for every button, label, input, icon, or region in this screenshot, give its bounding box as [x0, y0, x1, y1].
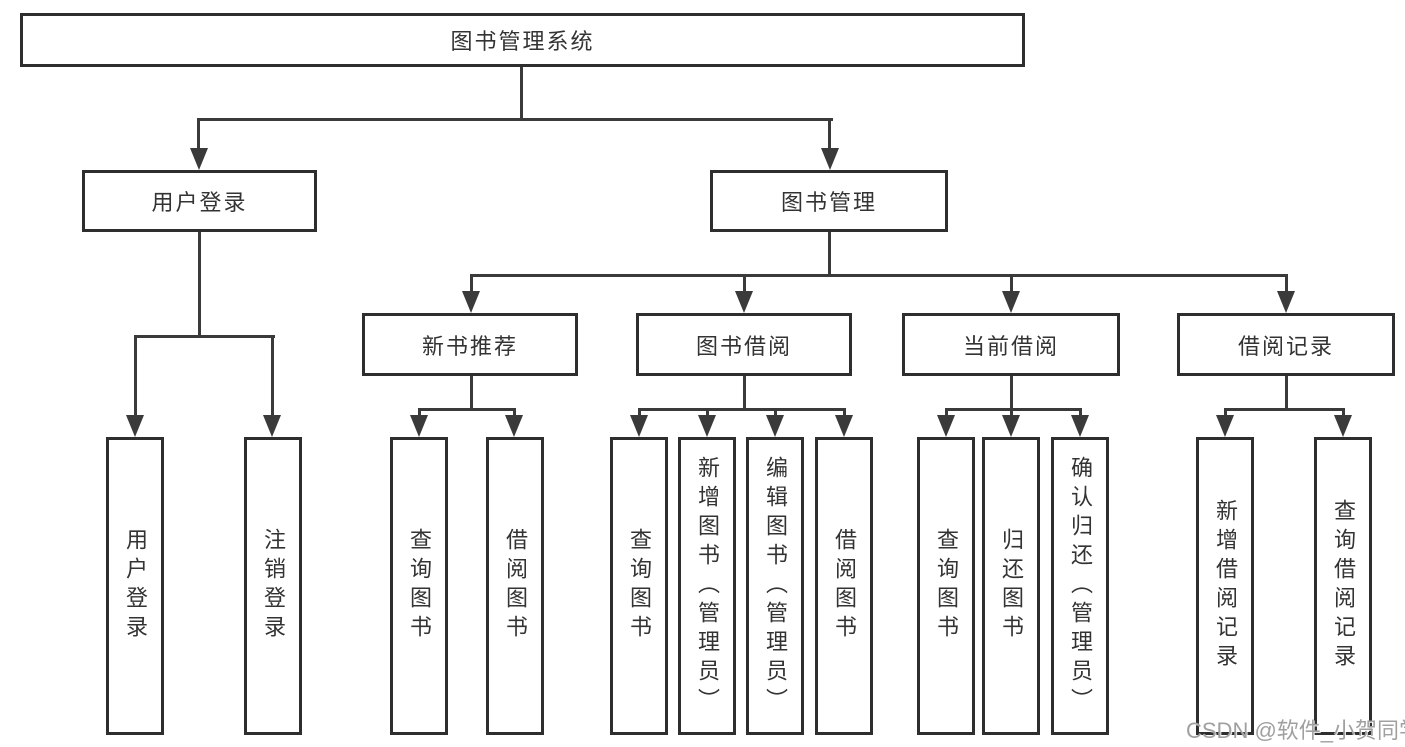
connector-drop-leaf [271, 335, 274, 418]
connector-drop-leaf [774, 408, 777, 418]
connector-drop-leaf [706, 408, 709, 418]
connector-group-stem [470, 376, 473, 411]
node-current-borrow: 当前借阅 [902, 313, 1120, 376]
connector-group-rail [945, 408, 1082, 411]
arrowhead-down-icon [1002, 291, 1020, 313]
leaf-borrow-books-label: 借阅图书 [832, 528, 857, 644]
arrowhead-down-icon [630, 415, 648, 437]
arrowhead-down-icon [126, 415, 144, 437]
leaf-query-books-current: 查询图书 [917, 437, 975, 735]
arrowhead-down-icon [698, 415, 716, 437]
leaf-borrow-books-recommend: 借阅图书 [486, 437, 544, 735]
connector-root-stem [520, 67, 523, 121]
leaf-return-books: 归还图书 [982, 437, 1040, 735]
connector-drop-leaf [1010, 408, 1013, 418]
connector-drop-leaf [513, 408, 516, 418]
node-user-login-label: 用户登录 [151, 190, 248, 215]
node-book-borrow: 图书借阅 [636, 313, 852, 376]
leaf-confirm-return-admin: 确认归还（管理员） [1051, 437, 1109, 735]
connector-level2-rail [470, 274, 1287, 277]
connector-group-rail [418, 408, 516, 411]
connector-drop-leaf [134, 335, 137, 418]
connector-drop-book-borrow [743, 274, 746, 297]
connector-drop-leaf [418, 408, 421, 418]
leaf-logout-login: 注销登录 [244, 437, 302, 735]
arrowhead-down-icon [735, 291, 753, 313]
arrowhead-down-icon [1071, 415, 1089, 437]
connector-group-rail [1224, 408, 1345, 411]
leaf-add-borrow-record: 新增借阅记录 [1196, 437, 1254, 735]
leaf-query-books-current-label: 查询图书 [934, 528, 959, 644]
connector-group-rail [638, 408, 845, 411]
leaf-borrow-books: 借阅图书 [815, 437, 873, 735]
arrowhead-down-icon [462, 291, 480, 313]
arrowhead-down-icon [263, 415, 281, 437]
connector-drop-leaf [843, 408, 846, 418]
connector-user-login-rail [134, 335, 275, 338]
connector-drop-leaf [1079, 408, 1082, 418]
leaf-logout-login-label: 注销登录 [261, 528, 286, 644]
arrowhead-down-icon [190, 148, 208, 170]
connector-user-login-stem [198, 232, 201, 338]
connector-drop-leaf [638, 408, 641, 418]
arrowhead-down-icon [937, 415, 955, 437]
connector-drop-leaf [1342, 408, 1345, 418]
leaf-borrow-books-recommend-label: 借阅图书 [503, 528, 528, 644]
leaf-add-book-admin: 新增图书（管理员） [678, 437, 736, 735]
arrowhead-down-icon [1216, 415, 1234, 437]
leaf-add-borrow-record-label: 新增借阅记录 [1213, 499, 1238, 673]
connector-group-stem [1285, 376, 1288, 411]
leaf-edit-book-admin: 编辑图书（管理员） [746, 437, 804, 735]
leaf-query-books-borrow-label: 查询图书 [627, 528, 652, 644]
node-user-login: 用户登录 [82, 170, 317, 232]
arrowhead-down-icon [1277, 291, 1295, 313]
arrowhead-down-icon [766, 415, 784, 437]
connector-level1-rail [197, 118, 833, 121]
connector-drop-leaf [945, 408, 948, 418]
connector-drop-new-book [470, 274, 473, 297]
node-library-system-label: 图书管理系统 [450, 29, 595, 54]
connector-drop-borrow-records [1285, 274, 1288, 297]
connector-drop-leaf [1224, 408, 1227, 418]
leaf-add-book-admin-label: 新增图书（管理员） [695, 455, 720, 717]
connector-drop-current-borrow [1010, 274, 1013, 297]
arrowhead-down-icon [1334, 415, 1352, 437]
leaf-user-login-label: 用户登录 [123, 528, 148, 644]
node-current-borrow-label: 当前借阅 [962, 333, 1059, 359]
connector-drop-user-login [197, 118, 200, 151]
arrowhead-down-icon [1002, 415, 1020, 437]
arrowhead-down-icon [410, 415, 428, 437]
arrowhead-down-icon [821, 148, 839, 170]
leaf-query-books-borrow: 查询图书 [610, 437, 668, 735]
node-library-system: 图书管理系统 [20, 13, 1025, 67]
leaf-edit-book-admin-label: 编辑图书（管理员） [763, 455, 788, 717]
node-new-book-recommend: 新书推荐 [362, 313, 578, 376]
connector-group-stem [1010, 376, 1013, 411]
leaf-confirm-return-admin-label: 确认归还（管理员） [1068, 455, 1093, 717]
csdn-watermark: CSDN @软件_小贺同学 [1186, 718, 1405, 743]
leaf-return-books-label: 归还图书 [999, 528, 1024, 644]
connector-book-management-stem [828, 232, 831, 277]
leaf-query-books-recommend: 查询图书 [390, 437, 448, 735]
node-new-book-recommend-label: 新书推荐 [421, 333, 518, 359]
connector-drop-book-management [828, 118, 831, 151]
node-book-management: 图书管理 [710, 170, 948, 232]
leaf-query-borrow-record: 查询借阅记录 [1314, 437, 1372, 735]
arrowhead-down-icon [505, 415, 523, 437]
node-borrow-records: 借阅记录 [1177, 313, 1395, 376]
node-borrow-records-label: 借阅记录 [1237, 333, 1334, 359]
leaf-user-login: 用户登录 [106, 437, 164, 735]
connector-group-stem [743, 376, 746, 411]
node-book-management-label: 图书管理 [780, 190, 877, 215]
node-book-borrow-label: 图书借阅 [695, 333, 792, 359]
arrowhead-down-icon [835, 415, 853, 437]
leaf-query-borrow-record-label: 查询借阅记录 [1331, 499, 1356, 673]
leaf-query-books-recommend-label: 查询图书 [407, 528, 432, 644]
